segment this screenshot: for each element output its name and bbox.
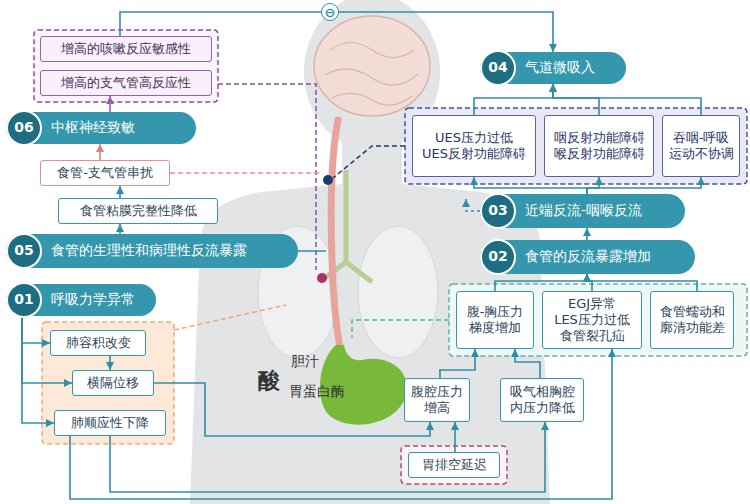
process-box: 吞咽-呼吸运动不协调 — [662, 115, 740, 177]
group-frame — [449, 284, 747, 356]
connector-arrow — [587, 177, 599, 194]
box-text: 咽反射功能障碍 喉反射功能障碍 — [549, 130, 649, 163]
numbered-pill: 05 食管的生理性和病理性反流暴露 — [6, 234, 298, 268]
process-box: 腹腔压力增高 — [404, 378, 470, 422]
box-text: 食管蠕动和廓清功能差 — [655, 304, 729, 337]
connector-arrow — [454, 422, 456, 452]
box-text: 食管的生理性和病理性反流暴露 — [51, 242, 247, 260]
box-text: 腹-胸压力梯度增加 — [461, 304, 529, 337]
callout-number: 05 — [6, 233, 42, 269]
leader-line — [174, 305, 286, 330]
box-text: UES压力过低 UES反射功能障碍 — [417, 130, 531, 163]
process-box: 增高的咳嗽反应敏感性 — [40, 36, 212, 62]
box-text: 吞咽-呼吸运动不协调 — [667, 130, 735, 163]
process-box: 肺容积改变 — [50, 330, 146, 356]
box-text: 吸气相胸腔内压力降低 — [505, 384, 579, 417]
numbered-pill: 03 近端反流-咽喉反流 — [480, 194, 685, 228]
process-box: 食管-支气管串扰 — [40, 160, 170, 186]
leader-line — [333, 146, 405, 178]
substance-label: 胃蛋白酶 — [289, 383, 345, 401]
connector-arrow — [154, 383, 430, 436]
connector-arrow — [587, 177, 701, 194]
box-text: 中枢神经致敏 — [51, 119, 135, 137]
box-text: 横隔位移 — [87, 375, 139, 391]
leader-line — [466, 199, 480, 211]
connector-arrow — [474, 84, 553, 115]
callout-number: 02 — [480, 239, 516, 275]
box-text: 呼吸力学异常 — [51, 291, 135, 309]
connector-arrow — [22, 316, 50, 343]
process-box: 横隔位移 — [72, 370, 154, 396]
connector-arrow — [110, 422, 545, 492]
box-text: 腹腔压力增高 — [409, 384, 465, 417]
process-box: 咽反射功能障碍 喉反射功能障碍 — [544, 115, 654, 177]
brain — [314, 16, 430, 116]
box-text: 肺顺应性下降 — [71, 415, 149, 431]
box-text: 胃排空延迟 — [422, 457, 487, 473]
process-box: 食管粘膜完整性降低 — [58, 198, 218, 224]
marker-dot — [317, 273, 327, 283]
box-text: 食管的反流暴露增加 — [525, 248, 651, 266]
esophagus — [331, 120, 340, 348]
box-text: 增高的支气管高反应性 — [61, 75, 191, 91]
box-text: 食管粘膜完整性降低 — [80, 203, 197, 219]
group-frame — [401, 446, 507, 484]
connector-arrow — [99, 144, 101, 160]
connector-arrow — [119, 224, 121, 234]
numbered-pill: 04 气道微吸入 — [480, 52, 626, 84]
box-text: 肺容积改变 — [66, 335, 131, 351]
connector-arrow — [474, 177, 587, 194]
marker-dot — [323, 175, 333, 185]
connector-arrow — [440, 349, 475, 378]
leader-line — [298, 250, 326, 252]
numbered-pill: 06 中枢神经致敏 — [6, 112, 196, 144]
substance-label: 胆汁 — [291, 353, 319, 371]
leader-line — [170, 172, 322, 174]
lung — [358, 226, 438, 358]
connector-arrow — [553, 84, 701, 115]
process-box: 食管蠕动和廓清功能差 — [650, 291, 734, 349]
connector-arrow — [109, 96, 111, 112]
callout-number: 04 — [480, 50, 516, 86]
edge-label: ⊖ — [321, 3, 339, 21]
connector-arrow — [495, 274, 587, 291]
connector-arrow — [119, 186, 121, 198]
connector-arrow — [586, 228, 588, 240]
process-box: 增高的支气管高反应性 — [40, 70, 212, 96]
box-text: 食管-支气管串扰 — [57, 165, 153, 181]
connector-arrow — [109, 356, 111, 370]
box-text: 近端反流-咽喉反流 — [525, 202, 642, 220]
box-text: 气道微吸入 — [525, 59, 595, 77]
process-box: 腹-胸压力梯度增加 — [456, 291, 534, 349]
substance-label: 酸 — [258, 366, 280, 396]
leader-line — [352, 320, 449, 338]
callout-number: 01 — [6, 282, 42, 318]
callout-number: 03 — [480, 193, 516, 229]
process-box: 胃排空延迟 — [408, 452, 500, 478]
process-box: 肺顺应性下降 — [54, 410, 166, 436]
callout-number: 06 — [6, 110, 42, 146]
box-text: EGJ异常 LES压力过低 食管裂孔疝 — [547, 296, 637, 345]
body-silhouette — [190, 184, 550, 504]
numbered-pill: 01 呼吸力学异常 — [6, 284, 156, 316]
box-text: 增高的咳嗽反应敏感性 — [61, 41, 191, 57]
group-frame — [405, 108, 747, 184]
brain-folds — [325, 43, 418, 106]
connector-arrow — [587, 274, 697, 291]
process-box: EGJ异常 LES压力过低 食管裂孔疝 — [542, 291, 642, 349]
process-box: UES压力过低 UES反射功能障碍 — [412, 115, 536, 177]
connector-arrow — [515, 349, 540, 378]
group-frame — [34, 30, 218, 102]
numbered-pill: 02 食管的反流暴露增加 — [480, 240, 695, 274]
connector-arrow — [553, 84, 599, 115]
process-box: 吸气相胸腔内压力降低 — [500, 378, 584, 422]
